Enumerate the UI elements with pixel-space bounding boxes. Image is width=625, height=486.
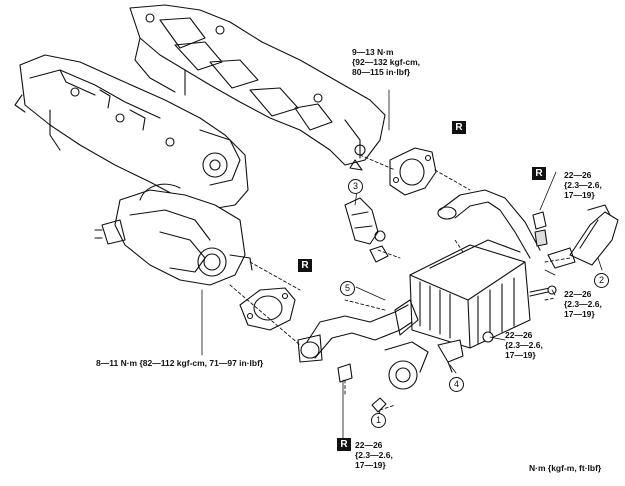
replace-marker-nut-bottom: R [337, 438, 351, 451]
units-legend: N·m {kgf-m, ft·lbf} [529, 463, 602, 473]
torque-label-bottom: 22—26 {2.3—2.6, 17—19} [355, 440, 393, 470]
torque-right-top-line1: 22—26 [564, 170, 592, 180]
torque-label-upper: 9—13 N·m {92—132 kgf-cm, 80—115 in·lbf} [352, 47, 420, 77]
torque-upper-line1: 9—13 N·m [352, 47, 394, 57]
callout-part-5: 5 [340, 281, 355, 296]
torque-upper-line2: {92—132 kgf-cm, [352, 57, 421, 67]
replace-marker-gasket-upper: R [452, 121, 466, 134]
callout-part-2: 2 [594, 273, 609, 288]
replace-marker-nut-right: R [532, 167, 546, 180]
torque-label-right-top: 22—26 {2.3—2.6, 17—19} [564, 170, 602, 200]
torque-center-lower-line2: {2.3—2.6, [505, 340, 543, 350]
egr-cooler [394, 239, 531, 349]
callout-part-1: 1 [371, 413, 386, 428]
gasket-upper [389, 147, 437, 196]
torque-center-lower-line3: 17—19} [505, 350, 536, 360]
torque-upper-line3: 80—115 in·lbf} [352, 67, 411, 77]
bracket-4 [437, 339, 464, 373]
egr-pipe-lower [297, 304, 413, 363]
torque-center-lower-line1: 22—26 [505, 330, 533, 340]
torque-bottom-line2: {2.3—2.6, [355, 450, 393, 460]
callout-part-3: 3 [348, 179, 363, 194]
callout-part-4: 4 [449, 377, 464, 392]
torque-bottom-line1: 22—26 [355, 440, 383, 450]
egr-valve-assembly [94, 183, 253, 286]
fasteners [337, 211, 557, 383]
egr-actuator [384, 341, 429, 390]
torque-bottom-line3: 17—19} [355, 460, 386, 470]
exhaust-manifold [129, 4, 386, 171]
assembly-guide-lines [229, 154, 571, 411]
gasket-left [239, 287, 296, 331]
water-hose-2 [547, 204, 619, 269]
torque-right-top-line3: 17—19} [564, 190, 595, 200]
torque-right-mid-line1: 22—26 [564, 289, 592, 299]
torque-right-mid-line2: {2.3—2.6, [564, 299, 602, 309]
clip-1 [371, 397, 387, 413]
torque-label-right-mid: 22—26 {2.3—2.6, 17—19} [564, 289, 602, 319]
torque-right-top-line2: {2.3—2.6, [564, 180, 602, 190]
torque-label-lower-left: 8—11 N·m {82—112 kgf-cm, 71—97 in·lbf} [96, 358, 264, 368]
intake-manifold [14, 54, 249, 211]
replace-marker-gasket-left: R [298, 259, 312, 272]
torque-right-mid-line3: 17—19} [564, 309, 595, 319]
egr-pipe-upper [437, 189, 541, 259]
torque-label-center-lower: 22—26 {2.3—2.6, 17—19} [505, 330, 543, 360]
water-hose-3 [344, 197, 389, 263]
